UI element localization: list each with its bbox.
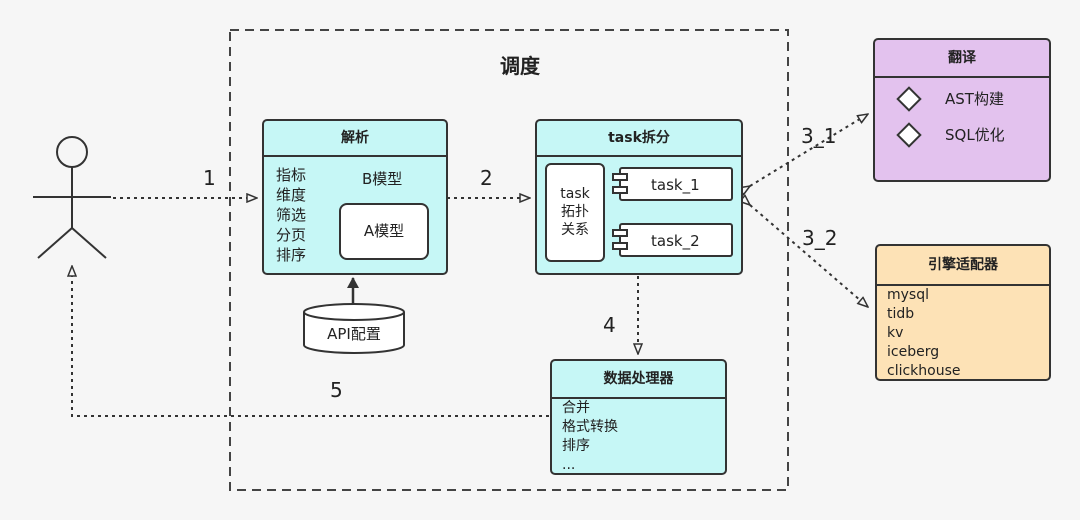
- translate-title: 翻译: [875, 40, 1049, 78]
- edge-3_2-line: [750, 205, 868, 307]
- parse-item: 筛选: [276, 206, 307, 224]
- parse-item: 指标: [276, 166, 307, 184]
- engine-item: clickhouse: [887, 363, 961, 379]
- component-port-icon: [612, 229, 628, 237]
- task-1-component[interactable]: task_1: [612, 167, 733, 201]
- engine-adapter-title: 引擎适配器: [877, 246, 1049, 286]
- parse-title: 解析: [264, 121, 446, 157]
- translate-box[interactable]: 翻译 AST构建 SQL优化: [873, 38, 1051, 182]
- translate-item: SQL优化: [945, 126, 1005, 144]
- task-topology-box: task 拓扑 关系: [545, 163, 605, 262]
- component-port-icon: [612, 242, 628, 250]
- api-config-cylinder: [303, 303, 405, 354]
- component-port-icon: [612, 186, 628, 194]
- edge-2-label: 2: [480, 166, 493, 190]
- task-split-box[interactable]: task拆分 task 拓扑 关系 task_1 task_2: [535, 119, 743, 275]
- edge-5-line: [72, 266, 549, 417]
- parse-item: 排序: [276, 246, 307, 264]
- data-processor-item: 格式转换: [562, 419, 618, 435]
- data-processor-item: 排序: [562, 438, 590, 454]
- edge-3_1-line: [750, 114, 868, 186]
- engine-item: tidb: [887, 306, 915, 322]
- task-2-label: task_2: [651, 232, 700, 250]
- parse-item: 分页: [276, 226, 307, 244]
- data-processor-box[interactable]: 数据处理器 合并 格式转换 排序 ...: [550, 359, 727, 475]
- api-config-label: API配置: [327, 325, 381, 343]
- diamond-icon: [896, 86, 922, 112]
- task-split-title: task拆分: [537, 121, 741, 157]
- parse-items: 指标 维度 筛选 分页 排序: [276, 165, 306, 265]
- engine-item: mysql: [887, 287, 929, 303]
- parse-item: 维度: [276, 186, 307, 204]
- engine-item: kv: [887, 325, 904, 341]
- edge-3_2-label: 3_2: [802, 226, 838, 250]
- engine-adapter-box[interactable]: 引擎适配器 mysql tidb kv iceberg clickhouse: [875, 244, 1051, 381]
- task-2-component[interactable]: task_2: [612, 223, 733, 257]
- data-processor-item: ...: [562, 457, 576, 473]
- component-port-icon: [612, 173, 628, 181]
- task-1-label: task_1: [651, 176, 700, 194]
- actor-figure: [33, 136, 111, 259]
- model-a-card[interactable]: A模型: [339, 203, 429, 260]
- engine-item: iceberg: [887, 344, 940, 360]
- edge-3_1-label: 3_1: [801, 124, 837, 148]
- data-processor-items: 合并 格式转换 排序 ...: [562, 399, 618, 475]
- edge-5-label: 5: [330, 378, 343, 402]
- scheduler-title: 调度: [500, 54, 540, 78]
- edge-1-label: 1: [203, 166, 216, 190]
- edge-4-label: 4: [603, 313, 616, 337]
- diamond-icon: [896, 122, 922, 148]
- engine-adapter-items: mysql tidb kv iceberg clickhouse: [887, 286, 961, 381]
- data-processor-item: 合并: [562, 400, 590, 416]
- data-processor-title: 数据处理器: [552, 361, 725, 399]
- model-b-label: B模型: [362, 170, 403, 188]
- translate-item: AST构建: [945, 90, 1004, 108]
